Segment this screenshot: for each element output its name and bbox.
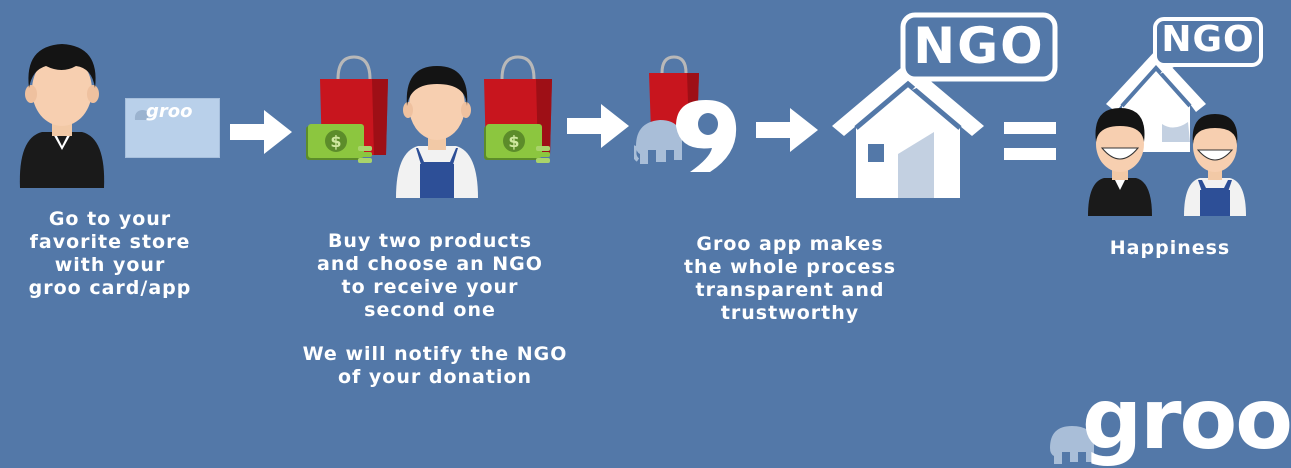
equals-icon (1004, 122, 1056, 160)
elephant-icon (634, 120, 682, 164)
ngo-sign: NGO (900, 12, 1058, 90)
arrow-right-icon (567, 104, 629, 148)
cashier-figure (396, 66, 478, 198)
elephant-icon (1050, 426, 1094, 464)
customer-figure (19, 44, 105, 188)
card-label: groo (146, 101, 193, 122)
ngo-label-big: NGO (913, 17, 1045, 75)
arrow-right-icon (756, 108, 818, 152)
arrow-right-icon (230, 110, 292, 154)
happy-cashier-figure (1184, 114, 1246, 216)
svg-text:$: $ (330, 132, 341, 151)
step-1-caption: Go to your favorite store with your groo… (28, 208, 192, 299)
step-2-caption: Buy two products and choose an NGO to re… (317, 230, 543, 321)
svg-text:$: $ (508, 132, 519, 151)
elephant-icon (134, 110, 149, 120)
groo-logo: groo (1082, 370, 1291, 468)
ngo-sign-frame (900, 12, 1058, 90)
step-3-caption: Groo app makes the whole process transpa… (683, 233, 897, 324)
money-icon: $ (484, 124, 550, 163)
ngo-label-small: NGO (1161, 19, 1255, 60)
step-2-note: We will notify the NGO of your donation (302, 343, 568, 388)
groo-g-icon (676, 100, 737, 172)
money-icon: $ (306, 124, 372, 163)
ngo-sign-small-frame (1153, 17, 1263, 74)
happy-customer-figure (1088, 108, 1152, 216)
groo-card: groo (125, 98, 220, 158)
house-icon (832, 62, 984, 198)
ngo-sign-small: NGO (1152, 16, 1264, 74)
step-4-caption: Happiness (1109, 237, 1231, 259)
